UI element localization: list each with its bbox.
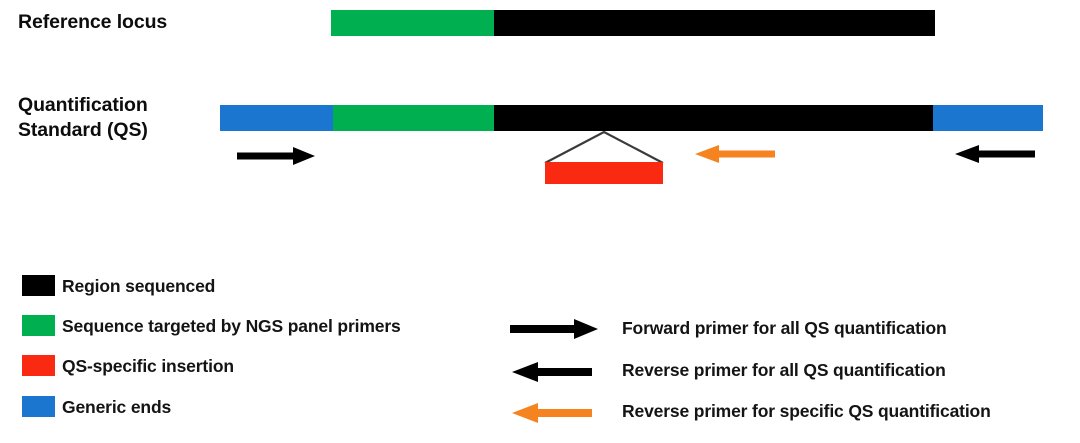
legend-swatch-region-sequenced xyxy=(22,275,55,296)
legend-arrow-reverse-primer-specific-icon xyxy=(512,403,592,423)
legend-label-qs-insertion: QS-specific insertion xyxy=(62,356,234,376)
qs-specific-insertion-block xyxy=(545,162,663,184)
reverse-primer-all-arrow-icon xyxy=(955,145,1035,163)
qs-region-sequenced-segment xyxy=(494,105,933,131)
reference-targeted-sequence-segment xyxy=(331,10,494,36)
quantification-standard-label: Quantification Standard (QS) xyxy=(18,94,148,141)
qs-targeted-sequence-segment xyxy=(333,105,494,131)
legend-label-generic-ends: Generic ends xyxy=(62,397,172,417)
qs-generic-end-left-segment xyxy=(220,105,333,131)
legend-label-reverse-primer-all: Reverse primer for all QS quantification xyxy=(622,360,946,380)
legend-label-forward-primer: Forward primer for all QS quantification xyxy=(622,318,947,338)
legend-arrow-reverse-primer-all-icon xyxy=(512,362,592,382)
legend-arrow-forward-primer-icon xyxy=(510,319,598,339)
qs-generic-end-right-segment xyxy=(933,105,1043,131)
legend-swatch-targeted-sequence xyxy=(22,315,55,336)
legend-label-region-sequenced: Region sequenced xyxy=(62,276,216,296)
reference-locus-label: Reference locus xyxy=(18,11,168,33)
legend-swatch-qs-insertion xyxy=(22,355,55,376)
reference-region-sequenced-segment xyxy=(494,10,935,36)
qs-insertion-caret-icon xyxy=(543,131,665,164)
legend-label-targeted-sequence: Sequence targeted by NGS panel primers xyxy=(62,316,401,336)
reverse-primer-specific-arrow-icon xyxy=(695,145,775,163)
legend-swatch-generic-ends xyxy=(22,396,55,417)
forward-primer-arrow-icon xyxy=(237,147,315,165)
legend-label-reverse-primer-specific: Reverse primer for specific QS quantific… xyxy=(622,401,991,421)
